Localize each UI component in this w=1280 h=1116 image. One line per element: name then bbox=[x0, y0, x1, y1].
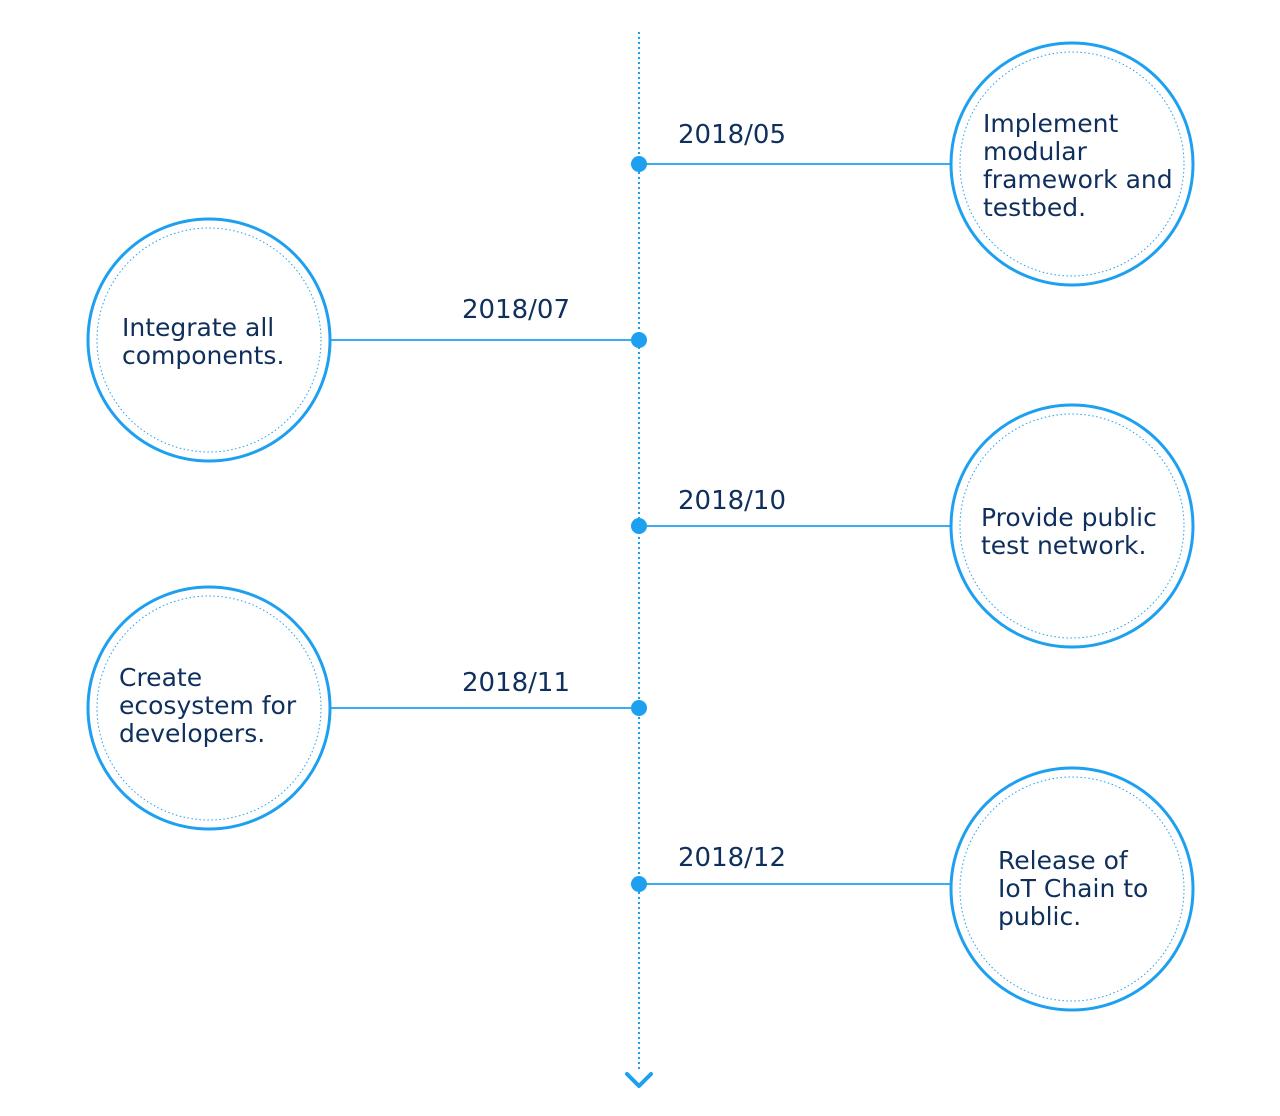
milestone-2018-05 bbox=[631, 41, 1195, 287]
milestone-dot bbox=[631, 332, 647, 348]
milestone-circle-outer bbox=[949, 403, 1195, 649]
chevron-down-icon bbox=[625, 1072, 653, 1088]
milestone-description: Create ecosystem for developers. bbox=[119, 663, 297, 748]
milestone-dot bbox=[631, 156, 647, 172]
milestone-circle-inner bbox=[959, 776, 1185, 1002]
milestone-circle-inner bbox=[96, 595, 322, 821]
milestone-dot bbox=[631, 700, 647, 716]
milestone-2018-10 bbox=[631, 403, 1195, 649]
milestone-circle-outer bbox=[86, 217, 332, 463]
milestone-date: 2018/11 bbox=[462, 668, 571, 698]
milestone-2018-07 bbox=[86, 217, 647, 463]
milestone-circle-outer bbox=[949, 766, 1195, 1012]
milestone-date: 2018/05 bbox=[678, 120, 787, 150]
milestone-dot bbox=[631, 876, 647, 892]
milestone-description: Integrate all components. bbox=[122, 313, 285, 370]
milestone-2018-12 bbox=[631, 766, 1195, 1012]
milestone-description: Release of IoT Chain to public. bbox=[998, 846, 1149, 931]
milestone-circle-inner bbox=[959, 51, 1185, 277]
milestone-date: 2018/12 bbox=[678, 843, 787, 873]
milestone-circle-outer bbox=[86, 585, 332, 831]
milestone-circle-outer bbox=[949, 41, 1195, 287]
milestone-description: Provide public test network. bbox=[981, 503, 1157, 560]
milestone-dot bbox=[631, 518, 647, 534]
milestone-date: 2018/10 bbox=[678, 486, 787, 516]
milestone-circle-inner bbox=[96, 227, 322, 453]
milestone-date: 2018/07 bbox=[462, 295, 571, 325]
milestone-2018-11 bbox=[86, 585, 647, 831]
milestone-circle-inner bbox=[959, 413, 1185, 639]
milestone-description: Implement modular framework and testbed. bbox=[983, 109, 1173, 222]
